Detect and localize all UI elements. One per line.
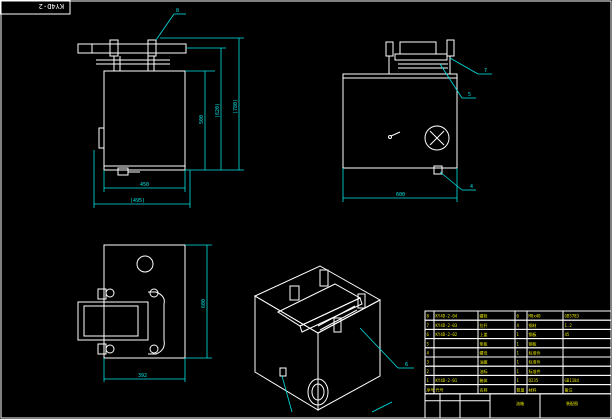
bom-cell-no: 7 [427,323,430,328]
front-dim-height-mid: (620) [215,103,221,118]
bom-cell-qty: 1 [517,332,520,337]
bom-header-cell: 序号 [427,386,435,392]
top-dim-width: 392 [138,373,147,379]
bom-row[interactable]: 2 油标 1 标准件 [424,365,612,376]
bom-cell-qty: 1 [517,369,520,374]
bom-cell-spec: Q235 [529,378,539,383]
bom-cell-code: KY4D-2-02 [436,332,458,337]
bom-header-cell: 数量 [517,386,525,392]
bom-header-cell: 代号 [436,386,444,392]
balloon-7: 7 [484,68,487,74]
bom-row[interactable]: 8 KY4D-2-04 螺栓 6 M8x40 GB5783 [424,310,612,321]
iso-porthole [307,378,329,406]
bom-cell-code: KY4D-2-01 [436,378,458,383]
bom-cell-name: 油标 [480,368,488,374]
bom-cell-no: 1 [427,378,430,383]
top-dim-height: 600 [201,299,207,308]
front-view: 8 450 (495) 500 (620) (780) [77,8,244,208]
bom-cell-std: GB5783 [565,314,580,319]
side-porthole [424,125,450,151]
bom-cell-qty: 1 [517,341,520,346]
bom-row[interactable]: 4 螺母 1 标准件 [424,347,612,358]
bom-cell-spec: 钢板 [529,340,537,346]
bom-cell-spec: 标准件 [529,350,541,356]
front-dim-height-total: (780) [233,99,239,114]
bom-cell-qty: 1 [517,378,520,383]
bom-cell-no: 2 [427,369,430,374]
bom-cell-spec: 标准件 [529,368,541,374]
bom-cell-spec: M8x40 [529,314,542,319]
bom-cell-qty: 1 [517,351,520,356]
bom-cell-code: KY4D-2-04 [436,314,458,319]
bom-cell-std: GB1184 [565,378,580,383]
front-dim-height-body: 500 [199,115,205,124]
bom-header-cell: 名称 [480,386,488,392]
title-block: 油箱 装配图 [424,393,612,419]
title-block-label: 油箱 [516,400,524,406]
bom-cell-no: 8 [427,314,430,319]
balloon-6: 6 [405,362,408,368]
bom-cell-qty: 4 [517,323,520,328]
bom-row[interactable]: 6 KY4D-2-02 上盖 1 钢板 45 [424,328,612,340]
bom-row[interactable]: 1 KY4D-2-01 箱体 1 Q235 GB1184 [424,374,612,386]
bom-row[interactable]: 7 KY4D-2-03 拉杆 4 钢材 1.2 [424,319,612,330]
bom-cell-no: 6 [427,332,430,337]
title-block-org: 装配图 [566,400,578,406]
bom-cell-no: 5 [427,341,430,346]
bom-cell-name: 上盖 [480,331,488,337]
balloon-8: 8 [176,8,179,14]
bom-cell-name: 螺栓 [480,313,488,319]
bolt-left [109,39,121,71]
bom-header-cell: 备注 [565,386,573,392]
side-view-body [342,73,458,169]
front-dim-overall-width: (495) [130,198,145,204]
balloon-5: 5 [468,92,471,98]
bom-row[interactable]: 3 油塞 1 标准件 [424,356,612,367]
balloon-4: 4 [470,184,473,190]
bom-cell-name: 油塞 [480,359,488,365]
side-dim-width: 600 [396,192,405,198]
bom-header: 序号代号 名称 数量材料 备注 [424,384,612,395]
bom-cell-std: 45 [565,332,570,337]
bom-cell-qty: 6 [517,314,520,319]
front-view-body [103,70,186,171]
front-dim-width: 450 [140,182,149,188]
bom-cell-spec: 标准件 [529,359,541,365]
bom-cell-no: 3 [427,360,430,365]
bom-cell-name: 螺母 [480,350,488,356]
bom-row[interactable]: 5 垫板 1 钢板 [424,338,612,349]
bom-cell-name: 垫板 [480,340,488,346]
bom-cell-qty: 1 [517,360,520,365]
bom-cell-name: 箱体 [480,377,488,383]
bom-header-cell: 材料 [529,386,537,392]
bom-cell-name: 拉杆 [480,322,488,328]
bom-cell-std: 1.2 [565,323,573,328]
iso-view: 6 [253,265,414,413]
title-tag-text: KY4D-2 [39,2,64,10]
bom-cell-spec: 钢板 [529,331,537,337]
bom-cell-no: 4 [427,351,430,356]
bolt-right [147,39,157,71]
bom-cell-code: KY4D-2-03 [436,323,458,328]
side-view: 7 5 4 600 [342,39,492,202]
top-view-hole [136,255,154,273]
top-view: 392 600 [77,244,212,382]
title-tag: KY4D-2 [0,0,71,15]
bill-of-materials: 8 KY4D-2-04 螺栓 6 M8x40 GB5783 7 KY4D-2-03 拉杆 4 钢材 1… [424,310,612,419]
bom-cell-spec: 钢材 [529,322,537,328]
